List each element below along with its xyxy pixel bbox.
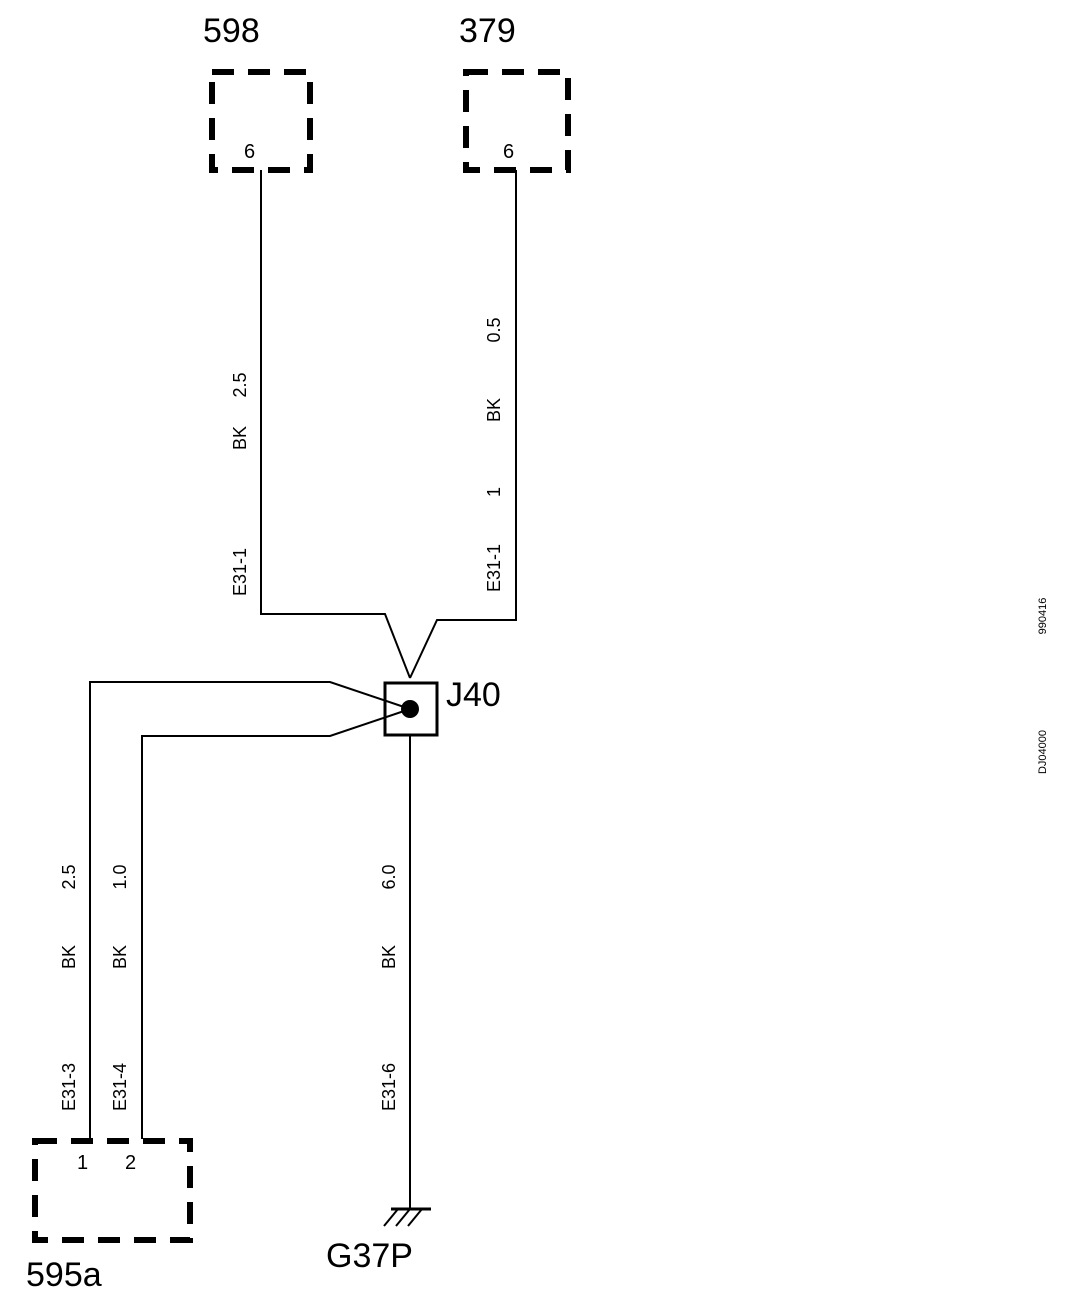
- ground-symbol: [383, 1207, 431, 1227]
- ground-g37p-label: G37P: [326, 1237, 413, 1275]
- wire-j40-to-595a-pin2: [141, 708, 411, 1139]
- wire-595a-1-size: 2.5: [59, 864, 79, 889]
- wire-379-connector: E31-1: [484, 544, 504, 592]
- component-598-pin: 6: [244, 141, 255, 163]
- margin-code-1: 990416: [1037, 598, 1049, 635]
- wire-595a-2-size: 1.0: [110, 864, 130, 889]
- wire-598-color: BK: [230, 426, 250, 450]
- wire-598-size: 2.5: [230, 372, 250, 397]
- component-379-box: [463, 69, 571, 173]
- component-598-box: [209, 69, 313, 173]
- wire-ground-size: 6.0: [379, 864, 399, 889]
- wire-ground-color: BK: [379, 945, 399, 969]
- component-595a-box: [32, 1138, 193, 1243]
- wire-379-to-j40: [409, 170, 517, 679]
- splice-j40-label: J40: [446, 676, 501, 714]
- component-595a-label: 595a: [26, 1256, 102, 1294]
- component-598-label: 598: [203, 12, 260, 50]
- wire-595a-2-connector: E31-4: [110, 1063, 130, 1111]
- wire-379-color: BK: [484, 398, 504, 422]
- wire-ground-connector: E31-6: [379, 1063, 399, 1111]
- component-595a-pin-1: 1: [77, 1152, 88, 1174]
- wire-j40-to-595a-pin1: [89, 681, 411, 1139]
- wire-595a-1-color: BK: [59, 945, 79, 969]
- wire-598-to-j40: [260, 170, 411, 679]
- wire-595a-1-connector: E31-3: [59, 1063, 79, 1111]
- wire-598-connector: E31-1: [230, 548, 250, 596]
- component-379-pin: 6: [503, 141, 514, 163]
- component-595a-pin-2: 2: [125, 1152, 136, 1174]
- wire-379-size: 0.5: [484, 317, 504, 342]
- wire-595a-2-color: BK: [110, 945, 130, 969]
- margin-code-2: DJ04000: [1037, 730, 1049, 774]
- wire-379-extra: 1: [484, 487, 504, 497]
- component-379-label: 379: [459, 12, 516, 50]
